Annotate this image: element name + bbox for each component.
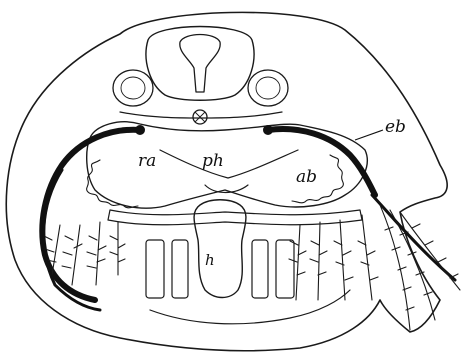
pericardial-band (108, 210, 362, 225)
heart (194, 200, 246, 298)
label-h: h (205, 251, 215, 269)
label-eb: eb (385, 117, 406, 137)
somite-right (248, 70, 288, 106)
gill-bar-sections (146, 240, 294, 298)
gill-filaments-right (289, 215, 378, 300)
label-ab: ab (296, 167, 317, 187)
ventral-fold (150, 290, 350, 324)
eb-leader-line (355, 130, 383, 140)
label-ra: ra (138, 151, 156, 171)
dorsal-aorta-band (120, 112, 282, 118)
aortic-arch-left (42, 130, 140, 300)
somite-left (113, 70, 153, 106)
label-ph: ph (202, 151, 224, 171)
ph-central-wall (160, 150, 298, 178)
ph-lower-fold (205, 185, 248, 193)
gill-frill-left (87, 160, 138, 208)
neural-tube (146, 27, 254, 101)
